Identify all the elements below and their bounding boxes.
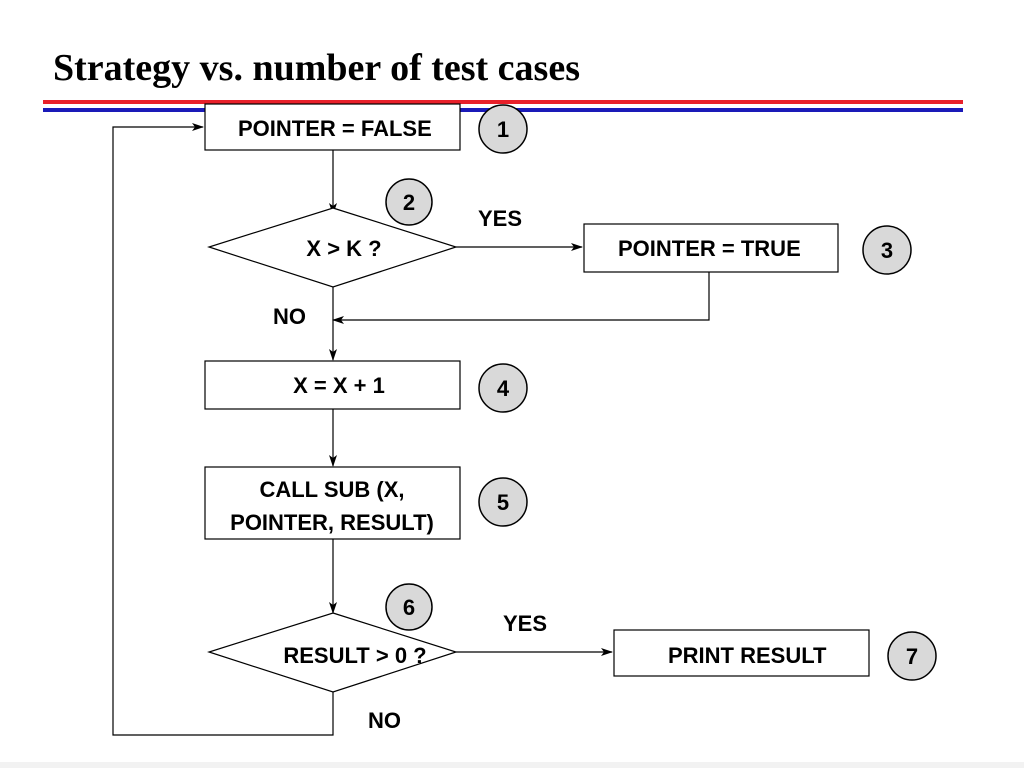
node-4-box <box>204 360 461 410</box>
node-7-label: PRINT RESULT <box>668 643 827 668</box>
step-badge-2 <box>385 178 433 226</box>
step-badge-1 <box>478 104 528 154</box>
node-2-label: X > K ? <box>306 236 381 261</box>
node-6-decision <box>207 612 458 693</box>
step-number-4: 4 <box>497 376 510 401</box>
step-number-7: 7 <box>906 644 918 669</box>
node-7-box <box>613 629 870 677</box>
node-3-box <box>583 223 839 273</box>
edge-3-to-merge <box>332 272 710 324</box>
node-6-label: RESULT > 0 ? <box>283 643 426 668</box>
edge-label-no-2: NO <box>273 304 306 329</box>
step-number-5: 5 <box>497 490 509 515</box>
node-2-decision <box>207 207 458 288</box>
node-3-label: POINTER = TRUE <box>618 236 801 261</box>
node-1-box <box>204 103 461 151</box>
edge-label-no-6: NO <box>368 708 401 733</box>
step-number-1: 1 <box>497 117 509 142</box>
step-badge-5 <box>478 477 528 527</box>
step-number-2: 2 <box>403 190 415 215</box>
step-badge-4 <box>478 363 528 413</box>
node-5-label-line-2: POINTER, RESULT) <box>230 510 434 535</box>
edge-label-yes-6: YES <box>503 611 547 636</box>
slide-title: Strategy vs. number of test cases <box>53 47 580 89</box>
step-number-3: 3 <box>881 238 893 263</box>
node-5-label-line-1: CALL SUB (X, <box>259 477 404 502</box>
edge-label-yes-2: YES <box>478 206 522 231</box>
node-5-box <box>204 466 461 540</box>
step-badge-3 <box>862 225 912 275</box>
step-badge-7 <box>887 631 937 681</box>
node-4-label: X = X + 1 <box>293 373 385 398</box>
step-number-6: 6 <box>403 595 415 620</box>
bottom-strip <box>0 762 1024 768</box>
edge-6-no-loop-to-1 <box>112 123 334 736</box>
node-1-label: POINTER = FALSE <box>238 116 432 141</box>
step-badge-6 <box>385 583 433 631</box>
